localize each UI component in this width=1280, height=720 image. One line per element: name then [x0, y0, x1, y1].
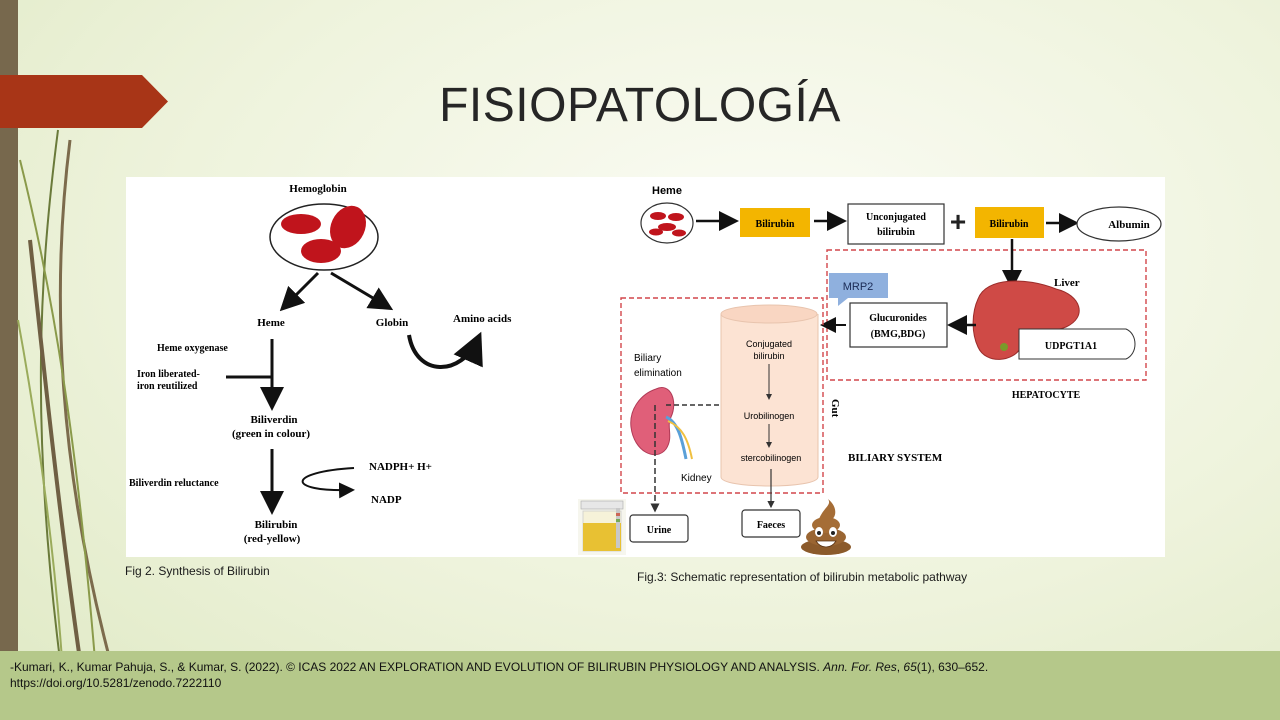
- iron-label-1: Iron liberated-: [137, 369, 200, 380]
- stercobilinogen-label: stercobilinogen: [741, 453, 802, 463]
- hepatocyte-label: HEPATOCYTE: [1012, 390, 1081, 401]
- biliverdin-label: Biliverdin: [250, 414, 297, 426]
- albumin-label: Albumin: [1108, 219, 1150, 231]
- biliverdin-reductance-label: Biliverdin reluctance: [129, 478, 219, 489]
- glucuronides-box: [849, 302, 948, 348]
- slide-title: FISIOPATOLOGÍA: [439, 79, 841, 132]
- diagram-panel: Hemoglobin Heme Globin Amino acids Heme …: [126, 177, 1165, 557]
- footer-band: [0, 651, 1280, 720]
- conjugated-label-1: Conjugated: [746, 339, 792, 349]
- ureter-shape: [667, 420, 693, 460]
- conjugated-label-2: bilirubin: [753, 351, 784, 361]
- glucuronides-label-2: (BMG,BDG): [871, 329, 926, 340]
- biliary-dashed-box: [620, 297, 824, 494]
- reference-sep: ,: [896, 660, 901, 674]
- urine-box: [629, 514, 689, 543]
- gallbladder-shape: [1000, 343, 1008, 351]
- rbc-shape: [301, 239, 341, 263]
- reference-doi: https://doi.org/10.5281/zenodo.7222110: [10, 676, 222, 690]
- biliverdin-color: (green in colour): [232, 428, 310, 440]
- glucuronides-label-1: Glucuronides: [869, 313, 927, 324]
- rbc-shape: [672, 229, 686, 237]
- bilirubin-box-1-label: Bilirubin: [756, 219, 795, 230]
- caption-fig3: Fig.3: Schematic representation of bilir…: [637, 570, 968, 584]
- liver-label: Liver: [1054, 277, 1080, 289]
- albumin-ellipse: [1076, 206, 1162, 242]
- curved-arrow: [407, 331, 483, 369]
- iron-label-2: iron reutilized: [137, 381, 198, 392]
- bilirubin-color: (red-yellow): [244, 533, 301, 545]
- grass-decoration: [17, 129, 112, 660]
- biliary-elimination-label-1: Biliary: [634, 353, 661, 364]
- reference-journal: Ann. For. Res: [823, 660, 897, 674]
- heme-oxygenase-label: Heme oxygenase: [157, 343, 228, 354]
- globin-label: Globin: [376, 317, 408, 329]
- urobilinogen-label: Urobilinogen: [744, 411, 795, 421]
- kidney-label: Kidney: [681, 473, 712, 484]
- unconjugated-label-1: Unconjugated: [866, 212, 926, 223]
- bilirubin-label: Bilirubin: [255, 519, 298, 531]
- udpgt-tag: [1018, 328, 1136, 360]
- bilirubin-box-1: [740, 208, 810, 237]
- faeces-label: Faeces: [757, 520, 785, 531]
- heme-label-fig3: Heme: [652, 185, 682, 197]
- faeces-box: [741, 509, 801, 538]
- rbc-shape: [649, 228, 663, 236]
- amino-acids-label: Amino acids: [453, 313, 512, 325]
- nadph-label: NADPH+ H+: [369, 461, 432, 473]
- title-accent-arrow: [0, 75, 168, 128]
- pile-of-poo-icon: [801, 499, 851, 555]
- rbc-shape: [668, 213, 684, 221]
- plus-sign: +: [950, 206, 966, 237]
- biliary-system-label: BILIARY SYSTEM: [848, 452, 943, 464]
- bilirubin-box-2-label: Bilirubin: [990, 219, 1029, 230]
- mrp2-callout: [829, 273, 888, 306]
- rbc-shape: [330, 205, 366, 249]
- reference-volume: 65: [903, 660, 917, 674]
- reference-prefix: -Kumari, K., Kumar Pahuja, S., & Kumar, …: [10, 660, 820, 674]
- reference-pages: (1), 630–652.: [916, 660, 989, 674]
- bilirubin-box-2: [975, 207, 1044, 238]
- kidney-illustration: [630, 387, 675, 456]
- rbc-shape: [281, 214, 321, 234]
- nadp-label: NADP: [371, 494, 402, 506]
- gut-cylinder-top: [720, 304, 818, 324]
- rbc-shape: [658, 223, 676, 231]
- heme-label: Heme: [257, 317, 285, 329]
- arrow: [279, 271, 320, 312]
- unconjugated-box: [847, 203, 945, 245]
- udpgt-label: UDPGT1A1: [1045, 341, 1097, 352]
- caption-fig2: Fig 2. Synthesis of Bilirubin: [125, 564, 270, 578]
- biliary-elimination-label-2: elimination: [634, 368, 682, 379]
- arrow: [330, 271, 394, 311]
- reference-citation: -Kumari, K., Kumar Pahuja, S., & Kumar, …: [10, 659, 1270, 691]
- ureter-shape: [665, 415, 688, 460]
- rbc-shape: [650, 212, 666, 220]
- hepatocyte-dashed-box: [826, 249, 1147, 381]
- mrp2-label: MRP2: [843, 281, 874, 293]
- urine-label: Urine: [647, 525, 672, 536]
- unconjugated-label-2: bilirubin: [877, 227, 915, 238]
- left-decorative-bar: [0, 0, 18, 720]
- gut-label: Gut: [829, 399, 841, 418]
- bilirubin-diagrams: Hemoglobin Heme Globin Amino acids Heme …: [129, 183, 1162, 555]
- hemoglobin-label: Hemoglobin: [289, 183, 346, 195]
- reaction-arrow: [301, 467, 355, 499]
- urine-sample-cup-illustration: [578, 499, 626, 555]
